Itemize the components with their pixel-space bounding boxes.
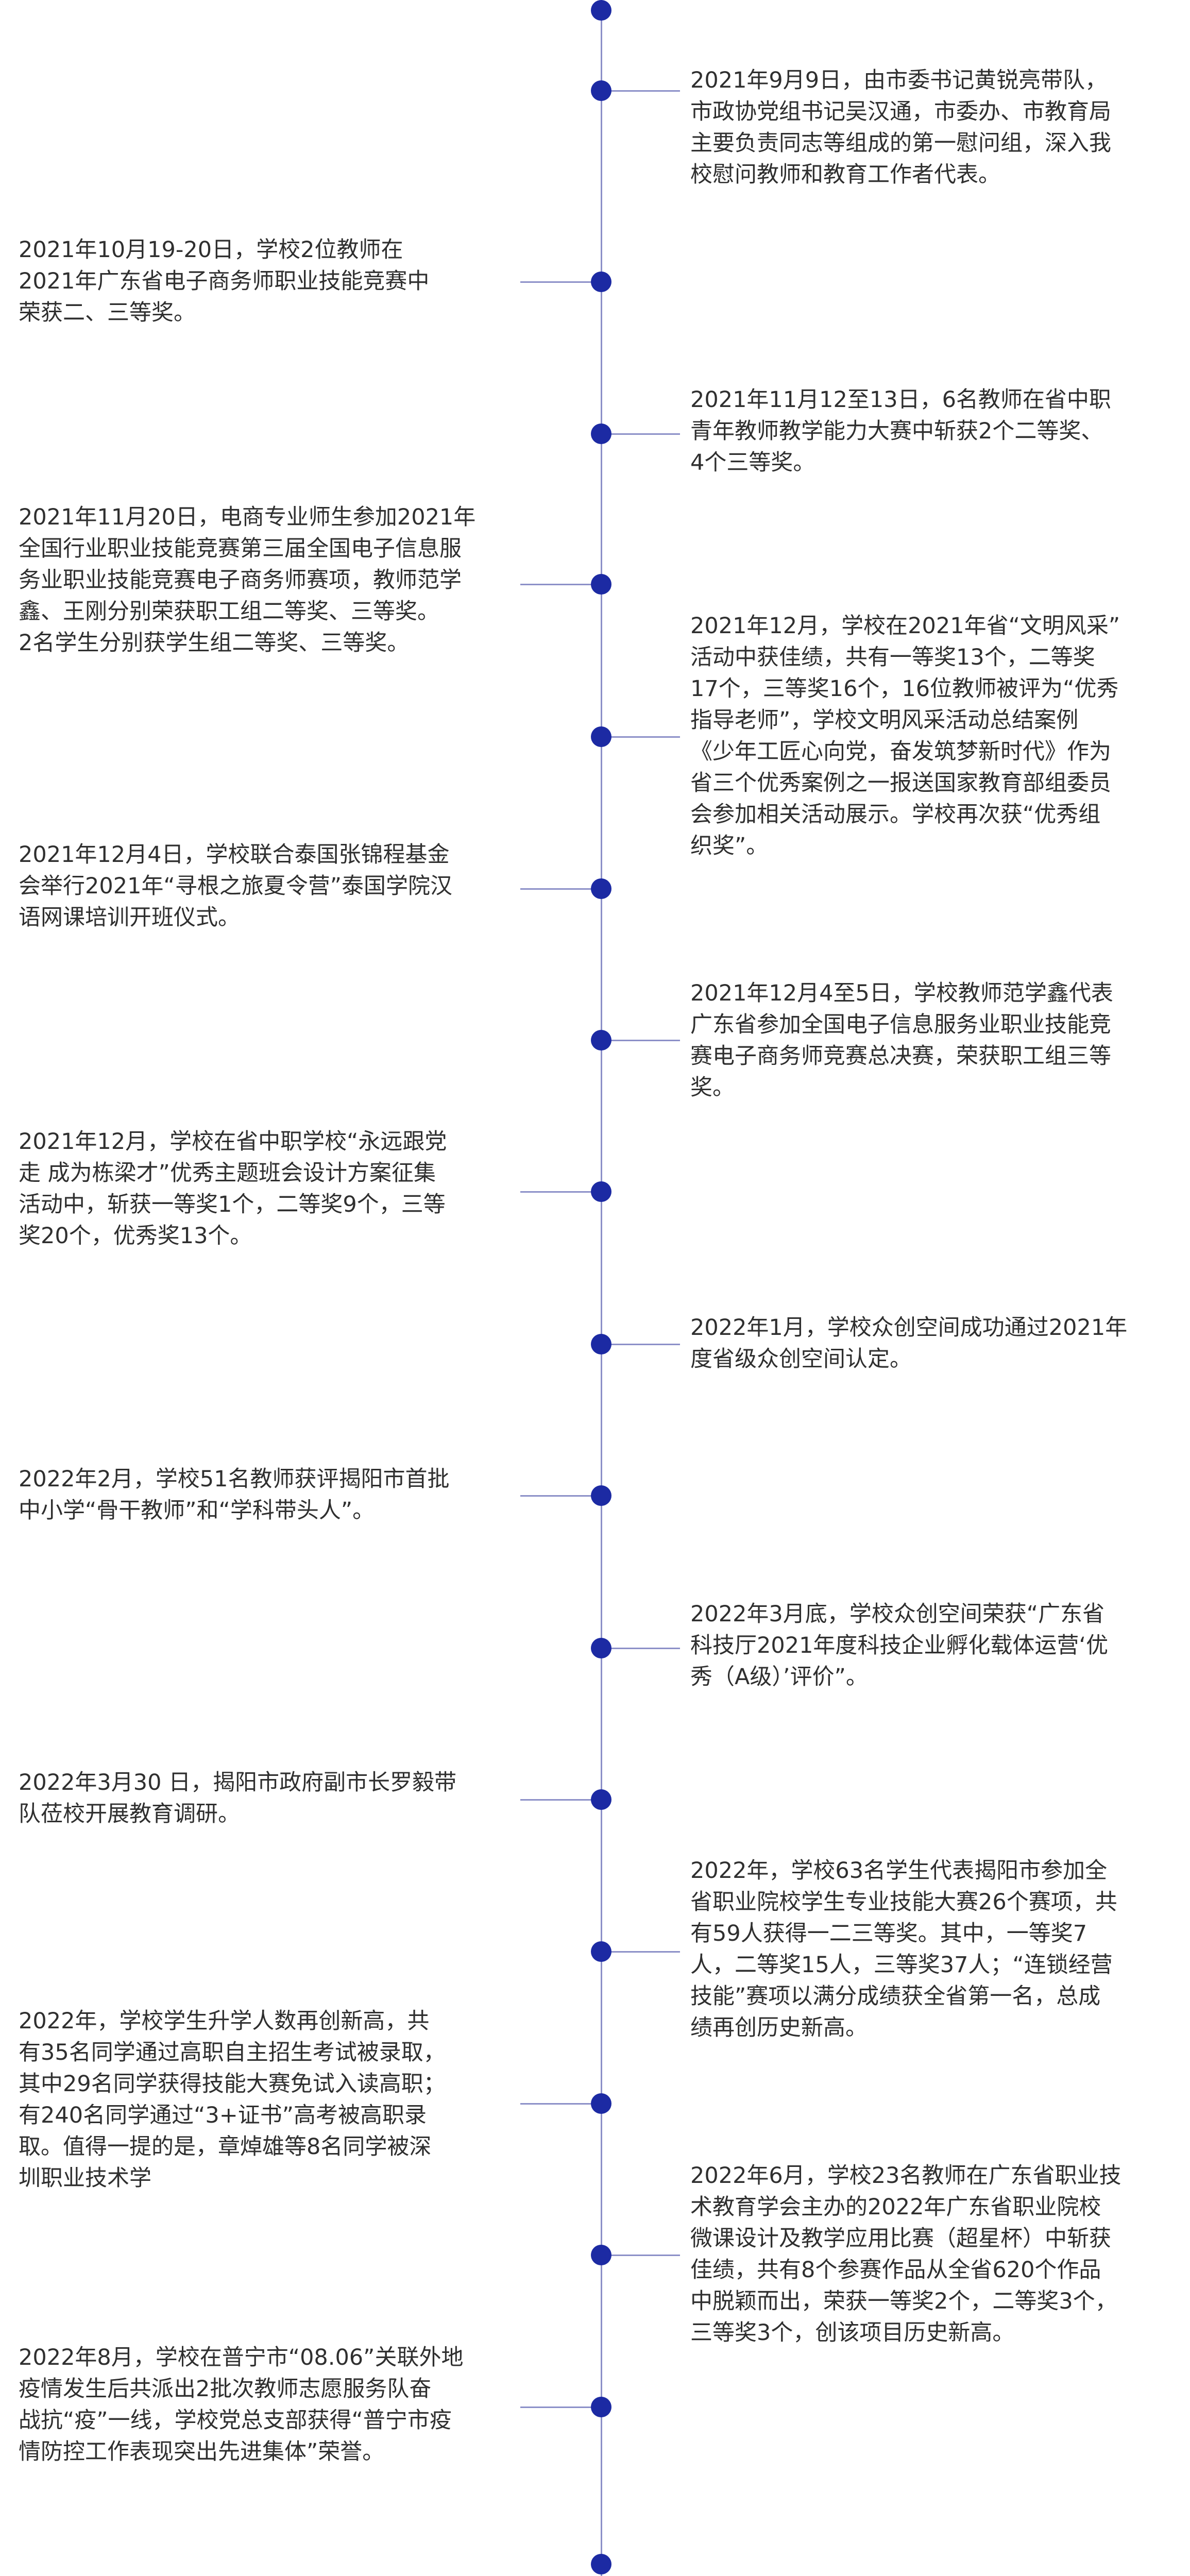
- timeline-dot: [591, 1941, 611, 1962]
- timeline-dot: [591, 80, 611, 101]
- timeline-dot: [591, 2397, 611, 2417]
- event-text: 2021年10月19-20日，学校2位教师在 2021年广东省电子商务师职业技能…: [19, 237, 430, 326]
- timeline-dot: [591, 1181, 611, 1202]
- event-text: 2022年，学校63名学生代表揭阳市参加全 省职业院校学生专业技能大赛26个赛项…: [690, 1858, 1117, 2041]
- event-connector: [520, 888, 598, 890]
- event-connector: [603, 2255, 680, 2256]
- timeline-dot: [591, 574, 611, 595]
- event-text: 2022年1月，学校众创空间成功通过2021年 度省级众创空间认定。: [690, 1315, 1128, 1372]
- event-connector: [603, 433, 680, 435]
- event-connector: [520, 1799, 598, 1801]
- timeline-dot: [591, 1485, 611, 1506]
- event-text: 2021年12月4日，学校联合泰国张锦程基金 会举行2021年“寻根之旅夏令营”…: [19, 842, 452, 930]
- timeline-dot: [591, 878, 611, 899]
- event-connector: [603, 1344, 680, 1345]
- event-text: 2022年2月，学校51名教师获评揭阳市首批 中小学“骨干教师”和“学科带头人”…: [19, 1466, 450, 1523]
- event-connector: [520, 2103, 598, 2105]
- event-connector: [603, 736, 680, 738]
- event-text: 2021年12月，学校在2021年省“文明风采” 活动中获佳绩，共有一等奖13个…: [690, 613, 1120, 859]
- event-connector: [520, 584, 598, 585]
- timeline-dot: [591, 2245, 611, 2265]
- timeline-dot: [591, 1789, 611, 1810]
- event-connector: [603, 1648, 680, 1649]
- timeline-dot: [591, 0, 611, 21]
- event-text: 2022年6月，学校23名教师在广东省职业技 术教育学会主办的2022年广东省职…: [690, 2163, 1121, 2346]
- event-connector: [603, 1951, 680, 1953]
- event-text: 2021年11月12至13日，6名教师在省中职 青年教师教学能力大赛中斩获2个二…: [690, 387, 1111, 476]
- event-connector: [520, 281, 598, 283]
- timeline-dot: [591, 1334, 611, 1354]
- event-text: 2022年3月30 日，揭阳市政府副市长罗毅带 队莅校开展教育调研。: [19, 1770, 457, 1827]
- event-connector: [603, 1040, 680, 1041]
- event-text: 2021年9月9日，由市委书记黄锐亮带队， 市政协党组书记吴汉通，市委办、市教育…: [690, 67, 1111, 188]
- event-connector: [603, 90, 680, 92]
- timeline-dot: [591, 1638, 611, 1658]
- event-connector: [520, 1495, 598, 1497]
- timeline-dot: [591, 1030, 611, 1050]
- timeline-dot: [591, 2093, 611, 2114]
- timeline-dot: [591, 726, 611, 747]
- event-text: 2022年8月，学校在普宁市“08.06”关联外地 疫情发生后共派出2批次教师志…: [19, 2345, 464, 2465]
- timeline-dot: [591, 2554, 611, 2574]
- event-text: 2021年12月，学校在省中职学校“永远跟党 走 成为栋梁才”优秀主题班会设计方…: [19, 1129, 447, 1249]
- timeline-dot: [591, 423, 611, 444]
- event-connector: [520, 1191, 598, 1193]
- event-connector: [520, 2406, 598, 2408]
- timeline-dot: [591, 272, 611, 292]
- event-text: 2021年12月4至5日，学校教师范学鑫代表 广东省参加全国电子信息服务业职业技…: [690, 980, 1113, 1100]
- timeline-axis: [601, 0, 602, 2576]
- event-text: 2021年11月20日，电商专业师生参加2021年 全国行业职业技能竞赛第三届全…: [19, 504, 476, 656]
- event-text: 2022年，学校学生升学人数再创新高，共 有35名同学通过高职自主招生考试被录取…: [19, 2008, 446, 2191]
- event-text: 2022年3月底，学校众创空间荣获“广东省 科技厅2021年度科技企业孵化载体运…: [690, 1601, 1109, 1690]
